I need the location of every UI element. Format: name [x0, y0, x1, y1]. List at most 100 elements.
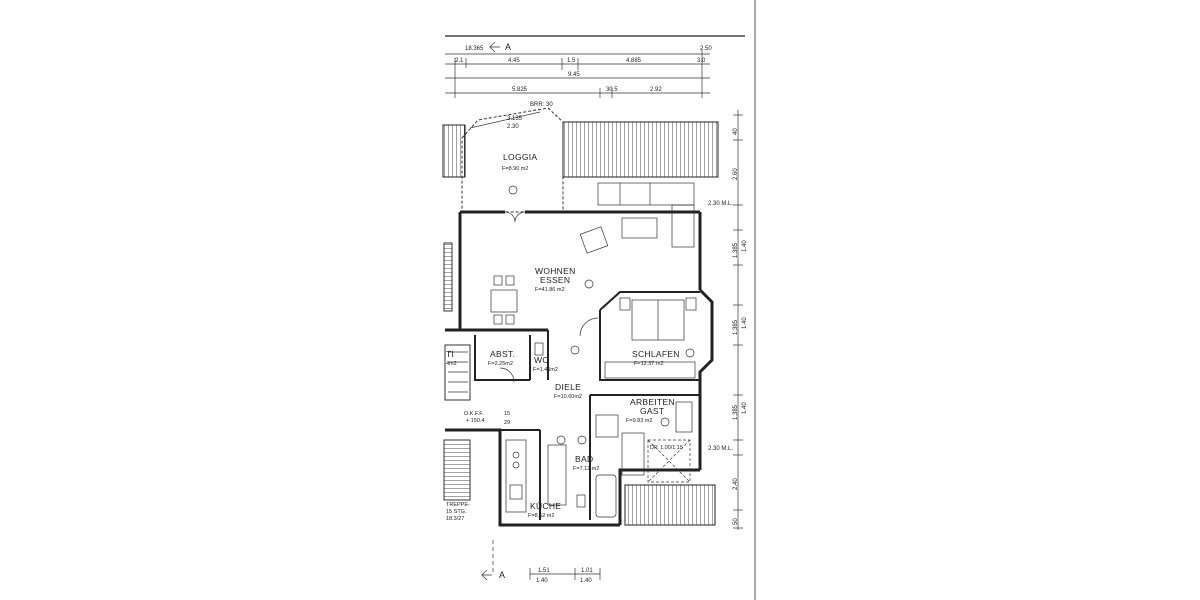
dim-row2: 9.45 — [568, 72, 580, 78]
loggia-dim-brr: BRR: 30 — [530, 102, 553, 108]
room-area-kueche: F=8.52 m2 — [528, 513, 554, 519]
room-name-diele: DIELE — [555, 382, 581, 392]
rdim-4: 1.40 — [742, 240, 748, 252]
right-dimension-chain: 40 2.60 2.30 M.L. 1.385 1.40 1.385 1.40 … — [708, 110, 748, 530]
bad-toilet — [576, 494, 586, 508]
room-area-wc: F=1.46m2 — [533, 367, 558, 373]
rdim-6: 1.40 — [742, 317, 748, 329]
room-name-schlafen: SCHLAFEN — [632, 349, 680, 359]
dim-row1-a: 2.1 — [455, 58, 464, 64]
room-marker-arbeiten — [660, 417, 670, 427]
bottom-dimension-chain: A 1.51 1.40 1.01 1.40 — [481, 540, 601, 584]
room-area-schlafen: F=12.37 m2 — [634, 361, 664, 367]
room-area-abst: F=2.25m2 — [488, 361, 513, 367]
section-arrow-top — [489, 41, 500, 53]
dim-row3-b: 30.5 — [606, 87, 618, 93]
dim-overall-length: 18.365 — [465, 46, 484, 52]
armchair — [579, 226, 609, 254]
dim-row3-c: 2.92 — [650, 87, 662, 93]
bdim-3: 1.40 — [580, 578, 592, 584]
balcony-rail-left — [442, 124, 466, 178]
stair-run — [443, 439, 471, 501]
rdim-11: 50 — [733, 518, 739, 525]
rdim-0: 40 — [733, 128, 739, 135]
room-name-bad: BAD — [575, 454, 593, 464]
room-name-wc: WC — [534, 355, 549, 365]
room-marker-bad — [577, 435, 587, 445]
wc-toilet — [534, 342, 544, 356]
bdim-2: 1.01 — [581, 568, 593, 574]
dim-row1-b: 4.45 — [508, 58, 520, 64]
room-area-left: 4m2 — [446, 361, 457, 367]
stair-label-3: 18.3/27 — [446, 516, 464, 522]
stair-upper — [444, 344, 471, 401]
section-marker-top: A — [505, 42, 511, 52]
door-abst — [499, 367, 515, 383]
rdim-10: 2.40 — [733, 478, 739, 490]
rdim-5: 1.385 — [733, 319, 739, 335]
balcony-rail-bottom — [624, 484, 716, 526]
step-number-a: 15 — [504, 411, 510, 417]
level-mark-value: + 150.4 — [466, 418, 485, 424]
double-bed — [619, 297, 697, 341]
wardrobe-schlafen — [604, 361, 696, 379]
room-name-kueche: KÜCHE — [530, 501, 561, 511]
room-name-loggia: LOGGIA — [503, 152, 537, 162]
kitchen-side-counter — [547, 444, 567, 506]
dim-row3-a: 5.825 — [512, 87, 528, 93]
stair-label-1: TREPPE- — [446, 502, 470, 508]
bad-shower — [621, 432, 645, 476]
dim-row1-e: 3.0 — [697, 58, 706, 64]
exterior-walls — [445, 210, 714, 527]
bad-bathtub — [595, 474, 617, 518]
dining-table — [490, 275, 518, 325]
room-area-arbeiten: F=9.83 m2 — [626, 418, 652, 424]
loggia-door — [504, 211, 526, 223]
room-marker-loggia — [508, 185, 518, 195]
roof-window — [647, 439, 691, 483]
sofa — [597, 182, 695, 248]
room-name-gast: GAST — [640, 406, 664, 416]
room-name-wohnen: WOHNEN — [535, 266, 576, 276]
dim-row1-c: 1.5 — [567, 58, 576, 64]
section-marker-bottom: A — [499, 570, 505, 580]
level-mark-label: O.K.F.F. — [464, 411, 484, 417]
dp-note: DP. 1.00/1.15 — [650, 445, 683, 451]
rdim-1: 2.60 — [733, 168, 739, 180]
kitchen-counter — [505, 439, 527, 513]
room-area-loggia: F=8.90 m2 — [502, 166, 528, 172]
room-marker-wohnen — [584, 279, 594, 289]
desk-arbeiten — [675, 401, 693, 433]
room-name-arbeiten: ARBEITEN — [630, 397, 675, 407]
dim-overall-right: 2.50 — [700, 46, 712, 52]
door-schlafen — [579, 317, 599, 337]
coffee-table — [621, 217, 658, 239]
loggia-dim-b: 2.30 — [507, 124, 519, 130]
rdim-7: 1.385 — [733, 404, 739, 420]
rdim-9: 2.30 M.L. — [708, 446, 733, 452]
rdim-2: 2.30 M.L. — [708, 201, 733, 207]
loggia-area: BRR: 30 3.135 2.30 LOGGIA F=8.90 m2 — [461, 102, 564, 213]
stair-label-2: 15 STG. — [446, 509, 467, 515]
step-number-b: 29 — [504, 420, 510, 426]
window-left-living — [443, 242, 453, 312]
room-area-wohnen: F=41.86 m2 — [535, 287, 565, 293]
rdim-3: 1.385 — [733, 242, 739, 258]
loggia-dim-a: 3.135 — [507, 116, 523, 122]
room-marker-kueche — [556, 435, 566, 445]
interior-walls — [474, 291, 700, 520]
bdim-1: 1.40 — [536, 578, 548, 584]
room-name-left: TI — [446, 349, 454, 359]
room-marker-schlafen — [685, 348, 695, 358]
section-arrow-bottom — [481, 569, 492, 581]
room-area-bad: F=7.12 m2 — [573, 466, 599, 472]
room-name-essen: ESSEN — [540, 275, 570, 285]
bdim-0: 1.51 — [538, 568, 550, 574]
room-area-diele: F=10.60m2 — [554, 394, 582, 400]
balcony-rail-top — [562, 121, 719, 178]
dim-row1-d: 4.885 — [626, 58, 642, 64]
bad-washbasin — [595, 414, 619, 438]
room-marker-diele — [570, 345, 580, 355]
room-name-abst: ABST. — [490, 349, 515, 359]
